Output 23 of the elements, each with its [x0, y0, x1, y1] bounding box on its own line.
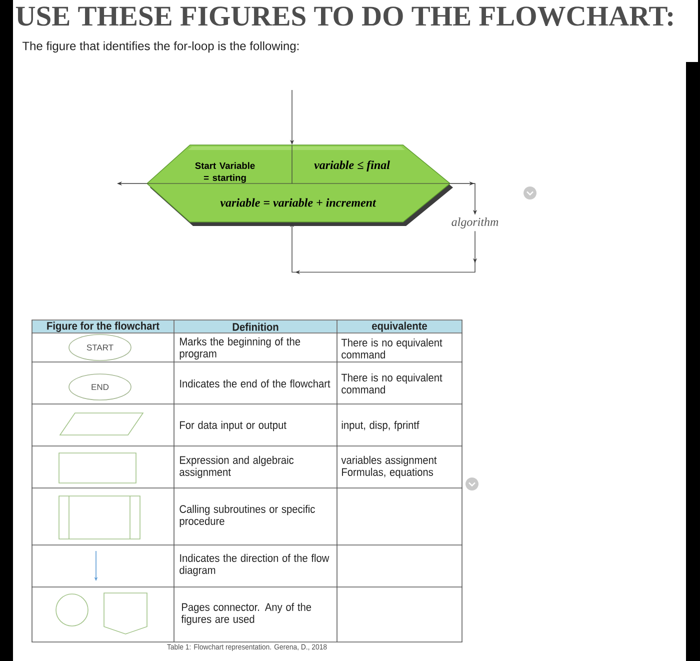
subroutine-symbol [58, 496, 140, 540]
header-cell: Figure for the flowchart [32, 320, 174, 332]
rectangle-symbol [58, 452, 136, 484]
table-text: variables assignment Formulas, equations [341, 456, 437, 478]
header-cell: Definition [174, 320, 336, 332]
table-text: Expression and algebraic assignment [180, 456, 294, 478]
table-text: Calling subroutines or specific procedure [180, 504, 315, 528]
table-text: Indicates the direction of the flow diagram [180, 554, 330, 576]
terminal-oval: START [68, 334, 132, 361]
table-text: For data input or output [180, 420, 286, 432]
flow-label: algorithm [452, 218, 498, 228]
table-text: input, disp, fprintf [342, 420, 420, 432]
connector-circle [56, 594, 88, 626]
connector-pentagon [104, 592, 148, 634]
table-text: There is no equivalent command [341, 373, 442, 394]
title: USE THESE FIGURES TO DO THE FLOWCHART: [16, 6, 673, 26]
terminal-oval: END [68, 374, 132, 400]
header-cell: equivalente [338, 320, 462, 332]
table-text: There is no equivalent command [341, 338, 442, 359]
subtitle: The figure that identifies the for-loop is the following: [22, 41, 299, 53]
table-text: Pages connector. Any of the figures are used [181, 602, 312, 626]
table-text: Indicates the end of the flowchart [180, 379, 330, 388]
table-text: Marks the beginning of the program [180, 337, 300, 360]
